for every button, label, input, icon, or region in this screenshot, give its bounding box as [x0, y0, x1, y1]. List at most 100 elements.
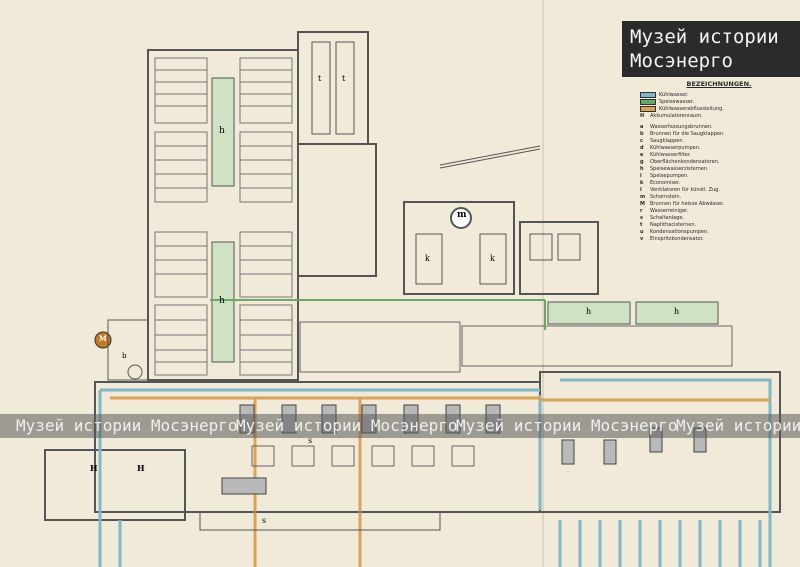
legend-item: i Speisepumpen. — [640, 172, 798, 179]
legend-item-label: Schornstein. — [650, 193, 682, 200]
legend: BEZEICHNUNGEN. Kühlwasser. Speisewasser.… — [640, 80, 798, 242]
legend-key: H — [640, 112, 645, 119]
legend-item-label: Brunnen für heisse Abwässer. — [650, 200, 725, 207]
boiler-house-north — [147, 31, 377, 381]
legend-key: v — [640, 235, 644, 242]
pump-row — [299, 321, 733, 373]
legend-item-label: Economiser. — [650, 179, 681, 186]
museum-name-line1: Музей истории — [630, 26, 779, 48]
legend-item-label: Brunnen für die Saugklappen. — [650, 130, 725, 137]
cistern-left — [211, 77, 235, 187]
cooling-water-pipes — [98, 378, 772, 567]
label-chimney: m — [457, 210, 467, 220]
legend-key: e — [640, 151, 644, 158]
museum-name-line2: Мосэнерго — [630, 50, 733, 72]
label-econ-right: k — [490, 254, 495, 263]
legend-item-label: Kondensationspumpen. — [650, 228, 709, 235]
legend-item: c Saugklappen. — [640, 137, 798, 144]
legend-key: i — [640, 172, 642, 179]
legend-item: l Ventilatoren für künstl. Zug. — [640, 186, 798, 193]
cistern-right — [211, 241, 235, 363]
rail-track — [439, 145, 541, 169]
legend-item: e Kühlwasserfilter. — [640, 151, 798, 158]
legend-key: c — [640, 137, 643, 144]
well-M — [94, 331, 112, 349]
legend-key: d — [640, 144, 644, 151]
legend-item: h Speisewasserzisternen. — [640, 165, 798, 172]
legend-pipe-label: Kühlwasser. — [659, 91, 689, 98]
legend-item: u Kondensationspumpen. — [640, 228, 798, 235]
boiler-grids — [154, 57, 293, 376]
legend-item: m Schornstein. — [640, 193, 798, 200]
legend-item-label: Speisewasserzisternen. — [650, 165, 709, 172]
legend-item-label: Oberflächenkondensatoren. — [650, 158, 720, 165]
feed-water-pipes — [210, 299, 546, 330]
legend-item-label: Saugklappen. — [650, 137, 685, 144]
legend-key: u — [640, 228, 644, 235]
legend-pipe-cooling: Kühlwasser. — [640, 91, 798, 98]
legend-item-label: Einspritzkondensator. — [650, 235, 704, 242]
label-tank-t1: t — [318, 74, 322, 83]
cistern-east-1 — [547, 301, 631, 325]
label-switchgear-1: s — [262, 516, 267, 525]
legend-item: d Kühlwasserpumpen. — [640, 144, 798, 151]
label-accumulator-1: H — [90, 463, 98, 473]
legend-item-label: Schaltanlage. — [650, 214, 685, 221]
label-econ-left: k — [425, 254, 430, 263]
label-cistern-left: h — [219, 126, 225, 136]
watermark-text: Музей истории Мосэнерго — [16, 416, 238, 435]
label-cistern-east-2: h — [674, 307, 680, 316]
label-cistern-right: h — [219, 296, 225, 306]
label-tank-t2: t — [342, 74, 346, 83]
legend-pipe-label: Speisewasser. — [659, 98, 695, 105]
label-cistern-east-1: h — [586, 307, 592, 316]
legend-key: b — [640, 130, 644, 137]
watermark-text: Музей истории Мосэнерго — [676, 416, 800, 435]
cistern-east-2 — [635, 301, 719, 325]
legend-key: t — [640, 221, 643, 228]
legend-key: M — [640, 200, 645, 207]
legend-item: v Einspritzkondensator. — [640, 235, 798, 242]
legend-item-label: Wasserfassungsbrunnen. — [650, 123, 713, 130]
legend-key: m — [640, 193, 646, 200]
legend-item: t Naphthacisternen. — [640, 221, 798, 228]
label-well-M: M — [99, 334, 107, 343]
label-accumulator-2: H — [137, 463, 145, 473]
legend-pipe-label: Akkumulatorenraum. — [650, 112, 703, 119]
turbine-foundations — [251, 445, 475, 467]
watermark-band: Музей истории Мосэнерго Музей истории Мо… — [0, 414, 800, 438]
legend-item-label: Kühlwasserpumpen. — [650, 144, 701, 151]
legend-accumulator: H Akkumulatorenraum. — [640, 112, 798, 119]
legend-item: g Oberflächenkondensatoren. — [640, 158, 798, 165]
legend-key: r — [640, 207, 643, 214]
legend-pipe-discharge: Kühlwasserabflussleitung. — [640, 105, 798, 112]
legend-item: k Economiser. — [640, 179, 798, 186]
legend-item-label: Ventilatoren für künstl. Zug. — [650, 186, 721, 193]
legend-pipe-label: Kühlwasserabflussleitung. — [659, 105, 724, 112]
legend-item: M Brunnen für heisse Abwässer. — [640, 200, 798, 207]
legend-key: g — [640, 158, 644, 165]
legend-item-label: Kühlwasserfilter. — [650, 151, 692, 158]
watermark-text: Музей истории Мосэнерго — [456, 416, 678, 435]
legend-item-label: Speisepumpen. — [650, 172, 689, 179]
legend-item: b Brunnen für die Saugklappen. — [640, 130, 798, 137]
legend-key: k — [640, 179, 644, 186]
legend-key: l — [640, 186, 642, 193]
economiser-block — [403, 201, 599, 295]
legend-pipe-feed: Speisewasser. — [640, 98, 798, 105]
legend-item-label: Naphthacisternen. — [650, 221, 697, 228]
legend-key: h — [640, 165, 644, 172]
label-hot-well: b — [122, 352, 127, 360]
naphtha-tanks — [311, 41, 355, 135]
cooling-water-swatch — [640, 91, 656, 98]
feed-water-swatch — [640, 98, 656, 105]
legend-item: s Schaltanlage. — [640, 214, 798, 221]
legend-item-label: Wasserreiniger. — [650, 207, 689, 214]
watermark-text: Музей истории Мосэнерго — [236, 416, 458, 435]
switchgear-strip — [199, 511, 441, 531]
legend-key: s — [640, 214, 643, 221]
